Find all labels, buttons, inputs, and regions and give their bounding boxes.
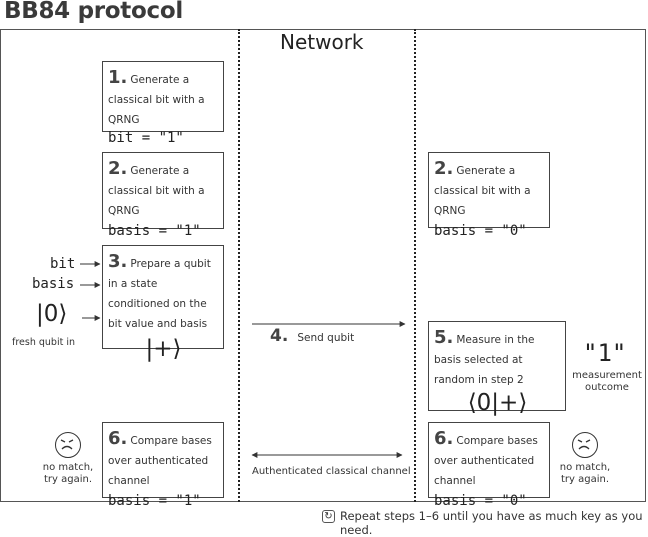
step-number: 2.	[434, 158, 454, 179]
step-text: Measure in the basis selected at random …	[434, 334, 535, 386]
step-text: Compare bases over authenticated channel	[434, 435, 538, 487]
step-number: 4.	[270, 326, 289, 346]
measurement-outcome-caption: measurement outcome	[572, 370, 642, 393]
step-number: 6.	[434, 428, 454, 449]
diagram-frame	[0, 29, 646, 502]
alice-basis-value: basis = "1"	[108, 223, 201, 239]
step-number: 5.	[434, 327, 454, 348]
repeat-icon: ↻	[322, 510, 335, 523]
send-qubit-step: 4. Send qubit	[270, 326, 354, 346]
alice-step1-box: 1.Generate a classical bit with a QRNG b…	[102, 61, 224, 146]
prepared-state: |+⟩	[145, 336, 182, 362]
measurement-bracket: ⟨0|+⟩	[467, 390, 528, 416]
footer-note: Repeat steps 1–6 until you have as much …	[340, 509, 643, 537]
alice-no-match-text: no match, try again.	[42, 462, 94, 485]
step-text: Prepare a qubit in a state conditioned o…	[108, 258, 211, 330]
sad-face-icon	[55, 432, 81, 458]
alice-step2-box: 2.Generate a classical bit with a QRNG b…	[102, 152, 224, 239]
alice-step6-box: 6.Compare bases over authenticated chann…	[102, 422, 224, 509]
step-number: 6.	[108, 428, 128, 449]
alice-compare-basis: basis = "1"	[108, 493, 201, 509]
bob-basis-value: basis = "0"	[434, 223, 527, 239]
step-text: Compare bases over authenticated channel	[108, 435, 212, 487]
step-text: Generate a classical bit with a QRNG	[434, 165, 531, 217]
step-text: Generate a classical bit with a QRNG	[108, 165, 205, 217]
bob-step6-box: 6.Compare bases over authenticated chann…	[428, 422, 550, 509]
bit-input-label: bit	[50, 256, 76, 272]
classical-channel-label: Authenticated classical channel	[252, 466, 411, 477]
step-text: Generate a classical bit with a QRNG	[108, 74, 205, 126]
network-boundary-left	[238, 29, 240, 502]
fresh-qubit-state: |0⟩	[36, 301, 68, 327]
fresh-qubit-caption: fresh qubit in	[12, 337, 76, 348]
bob-step2-box: 2.Generate a classical bit with a QRNG b…	[428, 152, 550, 239]
sad-face-icon	[572, 432, 598, 458]
measurement-outcome-value: "1"	[583, 339, 627, 367]
send-qubit-label: Send qubit	[297, 332, 355, 344]
alice-bit-value: bit = "1"	[108, 130, 184, 146]
network-label: Network	[280, 30, 364, 54]
step-number: 1.	[108, 67, 128, 88]
bob-compare-basis: basis = "0"	[434, 493, 527, 509]
bob-no-match-text: no match, try again.	[559, 462, 611, 485]
page-title: BB84 protocol	[4, 0, 183, 24]
alice-step3-box: 3.Prepare a qubit in a state conditioned…	[102, 245, 224, 362]
bob-step5-box: 5.Measure in the basis selected at rando…	[428, 321, 566, 416]
step-number: 2.	[108, 158, 128, 179]
network-boundary-right	[414, 29, 416, 502]
basis-input-label: basis	[32, 276, 75, 292]
step-number: 3.	[108, 251, 128, 272]
